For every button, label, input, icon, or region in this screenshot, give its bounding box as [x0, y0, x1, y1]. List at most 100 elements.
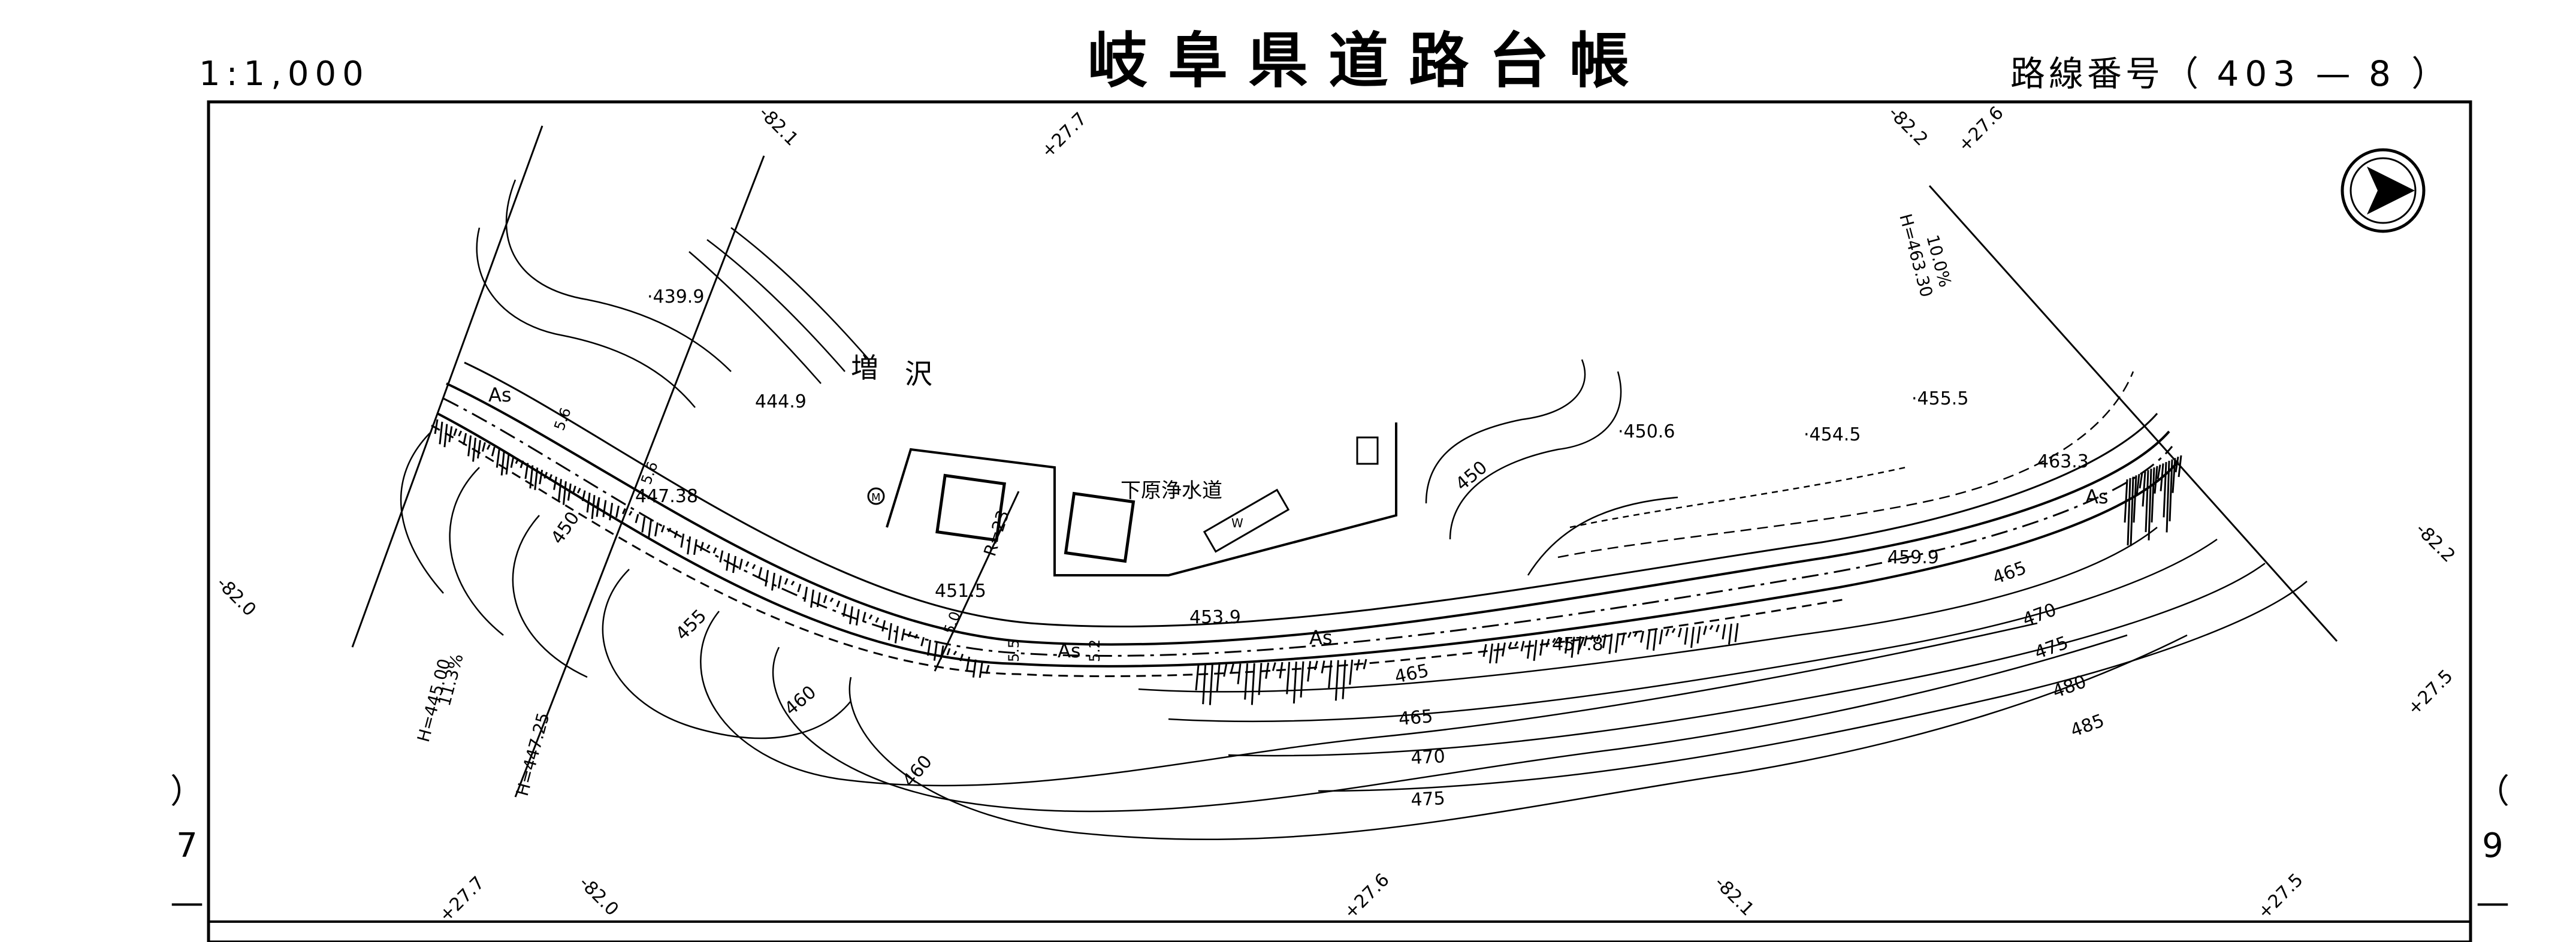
bottom-tick-label: -82.1 [1710, 872, 1758, 920]
slope-hatch-stroke [500, 451, 505, 476]
slope-hatch-stroke [901, 629, 905, 641]
sheet-title: 岐阜県道路台帳 [1088, 26, 1650, 96]
slope-hatch-stroke [481, 442, 486, 452]
slope-hatch-stroke [881, 620, 886, 632]
slope-hatch-stroke [1195, 665, 1200, 691]
slope-hatch-stroke [487, 444, 491, 450]
slope-hatch-stroke [463, 433, 467, 445]
slope-hatch-stroke [2130, 476, 2134, 547]
surface-label: As [2085, 485, 2109, 508]
slope-hatch-stroke [2175, 456, 2179, 473]
slope-hatch-stroke [687, 536, 691, 555]
slope-hatch-stroke [1545, 638, 1550, 648]
slope-hatch-stroke [1709, 624, 1714, 630]
slope-hatch-stroke [1328, 660, 1333, 689]
slope-hatch-stroke [1671, 628, 1676, 633]
slope-hatch-stroke [765, 570, 769, 587]
slope-hatch-stroke [491, 446, 496, 457]
slope-hatch-stroke [2154, 466, 2158, 494]
slope-hatch-stroke [1621, 632, 1626, 645]
slope-hatch-stroke [529, 465, 534, 489]
slope-hatch-stroke [1678, 627, 1682, 638]
slope-hatch-stroke [966, 656, 970, 671]
north-arrow-pointer [2367, 167, 2415, 215]
slope-hatch-stroke [1216, 664, 1221, 692]
slope-hatch-stroke [1482, 644, 1487, 657]
spot-height-label: ·455.5 [1911, 388, 1968, 409]
slope-hatch-stroke [1539, 639, 1544, 656]
bottom-tick-label: +27.7 [435, 872, 489, 926]
slope-hatch-stroke [510, 455, 515, 468]
spot-height-label: ·439.9 [647, 286, 704, 307]
slope-hatch-stroke [790, 581, 795, 585]
slope-hatch-stroke [596, 497, 600, 509]
slope-hatch-stroke [674, 530, 678, 539]
vertical-alignment-label: H=447.25 [512, 711, 554, 798]
slope-hatch-stroke [1355, 659, 1360, 671]
slope-hatch-stroke [1313, 660, 1318, 671]
slope-hatch-stroke [829, 597, 834, 602]
slope-hatch-stroke [2157, 464, 2161, 479]
contour-lines [400, 431, 2308, 840]
slope-hatch-stroke [562, 481, 567, 505]
slope-hatch-stroke [2136, 473, 2140, 496]
boundary-line [1569, 466, 1906, 529]
page-marker-right-dash: — [2476, 883, 2509, 922]
slope-hatch-stroke [476, 440, 481, 459]
slope-hatch-stroke [458, 430, 463, 437]
contour-line [688, 251, 822, 384]
road-shoulder [431, 424, 1846, 677]
slope-hatch-stroke [2133, 475, 2137, 523]
page-marker-left-dash: — [170, 883, 204, 922]
map-scale: 1:1,000 [199, 55, 370, 93]
contour-line [512, 515, 588, 678]
slope-hatch-stroke [1571, 636, 1575, 658]
slope-hatch-stroke [1565, 637, 1569, 654]
slope-hatch-stroke [1590, 635, 1594, 641]
facility-mark: W [1231, 516, 1243, 530]
contour-line [706, 239, 845, 372]
slope-hatch-stroke [572, 485, 576, 494]
slope-hatch-stroke [771, 572, 775, 591]
page-marker-right-number: 9 [2482, 826, 2503, 866]
slope-hatch-stroke [2124, 479, 2128, 523]
slope-hatch-stroke [888, 623, 892, 641]
slope-hatch-stroke [543, 472, 548, 479]
contour-label: 470 [1411, 746, 1446, 769]
slope-hatch-stroke [1716, 624, 1720, 633]
slope-hatch-stroke [1508, 641, 1512, 649]
slope-hatch-stroke [1265, 662, 1270, 679]
slope-hatch-stroke [1596, 634, 1600, 642]
contour-label: 480 [2050, 671, 2089, 702]
side-tick-label: +27.5 [2403, 666, 2457, 720]
slope-hatch-stroke [907, 631, 912, 638]
slope-hatch-stroke [2151, 467, 2155, 523]
slope-hatch-stroke [855, 609, 860, 626]
slope-hatch-stroke [1321, 660, 1325, 674]
road-elevation-label: 457.8 [1552, 634, 1603, 655]
slope-hatch-stroke [1502, 642, 1506, 657]
contour-label: 475 [1411, 788, 1446, 811]
slope-hatch-stroke [1659, 629, 1663, 645]
slope-hatch-stroke [1514, 641, 1518, 647]
radius-label: R=23 [980, 508, 1013, 558]
contour-line [1138, 527, 2158, 693]
slope-hatch-stroke [2145, 470, 2149, 533]
slope-hatch-stroke [1300, 661, 1304, 698]
contour-line [730, 227, 869, 360]
slope-hatch-stroke [959, 653, 964, 662]
station-lines [351, 125, 2338, 798]
slope-hatch-stroke [1342, 660, 1346, 699]
slope-hatch-stroke [1703, 625, 1707, 635]
facility-fence [886, 422, 1397, 576]
station-line [514, 155, 765, 798]
road-elevation-label: 453.9 [1189, 607, 1241, 628]
slope-hatch-stroke [667, 527, 672, 533]
contour-line [1168, 538, 2218, 723]
slope-hatch-stroke [680, 533, 685, 548]
slope-hatch-stroke [1495, 643, 1500, 664]
slope-hatch-stroke [2139, 472, 2143, 489]
slope-hatch-stroke [706, 544, 711, 550]
slope-hatch-stroke [1602, 634, 1606, 648]
slope-hatch-stroke [1363, 659, 1367, 669]
